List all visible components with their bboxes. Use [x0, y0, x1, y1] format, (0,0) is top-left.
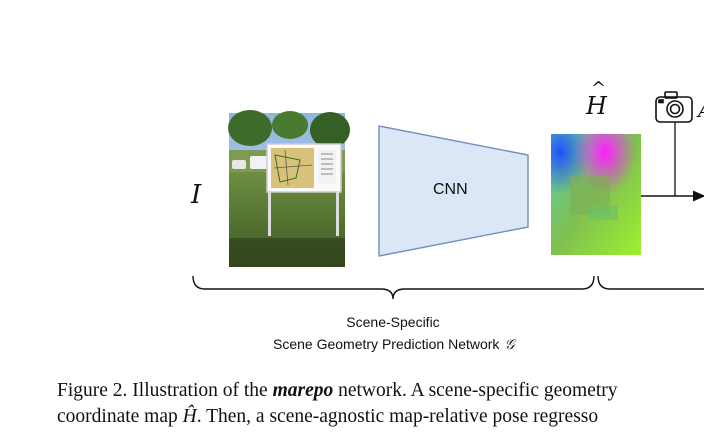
- caption-line2-rest: . Then, a scene-agnostic map-relative po…: [196, 406, 599, 427]
- next-network-brace: [597, 275, 704, 290]
- brace-label-line1: Scene-Specific: [346, 314, 440, 330]
- cnn-label: CNN: [433, 181, 468, 198]
- input-image-symbol: I: [191, 180, 202, 210]
- camera-icon: [655, 91, 693, 123]
- hat-accent: ^: [591, 78, 607, 99]
- brace-label-text: Scene Geometry Prediction Network: [273, 336, 500, 352]
- caption-line-2: coordinate map Ĥ. Then, a scene-agnostic…: [57, 404, 704, 430]
- scene-coordinate-letter: H: [586, 92, 607, 120]
- method-name: marepo: [272, 380, 334, 401]
- figure-caption: Figure 2. Illustration of the marepo net…: [57, 378, 704, 430]
- network-brace: [192, 275, 595, 300]
- caption-line1-rest: network. A scene-specific geometry: [333, 380, 618, 401]
- caption-line-1: Figure 2. Illustration of the marepo net…: [57, 378, 704, 404]
- scene-coordinate-symbol: ^H: [586, 78, 607, 120]
- caption-line2-start: coordinate map: [57, 406, 183, 427]
- caption-prefix: Figure 2. Illustration of the: [57, 380, 273, 401]
- network-symbol: 𝒢: [504, 337, 515, 353]
- partial-symbol: A: [698, 98, 704, 122]
- scene-coordinate-map: [551, 134, 641, 255]
- caption-symbol: Ĥ: [182, 406, 197, 427]
- input-image: [228, 110, 350, 267]
- cnn-block: [378, 125, 529, 257]
